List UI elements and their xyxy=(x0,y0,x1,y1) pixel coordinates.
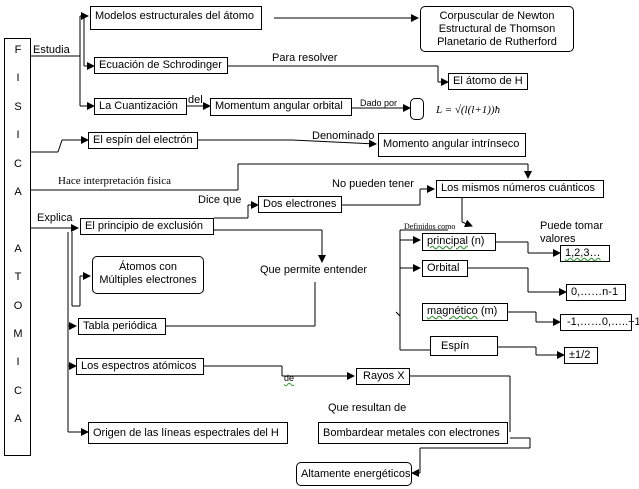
node-orbital: Orbital xyxy=(422,260,468,277)
label-denominado: Denominado xyxy=(312,130,375,142)
node-formula: L = √(l(l+1))ħ xyxy=(436,104,501,116)
label-que-permite-entender: Que permite entender xyxy=(260,264,368,276)
node-principal-symbol: (n) xyxy=(467,235,485,247)
value-magnetico-text: -1,……0,…..+1 xyxy=(567,316,639,328)
node-principal-word: principal xyxy=(427,235,468,247)
node-principal: principal (n) xyxy=(422,233,496,251)
sidebar-letter: I xyxy=(16,129,20,142)
label-que-resultan-de: Que resultan de xyxy=(328,402,407,414)
label-hace-interpretacion: Hace interpretación física xyxy=(58,175,171,187)
node-energeticos: Altamente energéticos xyxy=(296,462,412,486)
node-espectros: Los espectros atómicos xyxy=(76,358,204,375)
label-dado-por: Dado por xyxy=(360,98,398,108)
node-corpuscular-line-1: Corpuscular de Newton xyxy=(439,10,555,22)
sidebar-letter: T xyxy=(14,271,22,284)
node-magnetico: magnético (m) xyxy=(422,303,508,321)
value-orbital: 0,……n-1 xyxy=(566,284,626,301)
value-principal: 1,2,3… xyxy=(560,245,610,262)
node-tabla: Tabla periódica xyxy=(78,318,166,335)
label-definidos-como: Definidos como xyxy=(404,222,456,231)
sidebar-letter: F xyxy=(14,44,22,56)
value-magnetico: -1,……0,…..+1 xyxy=(560,314,639,331)
node-momentum: Momentum angular orbital xyxy=(210,98,352,116)
node-magnetico-word: magnético xyxy=(427,305,478,317)
node-formula-box xyxy=(410,98,424,120)
sidebar-letter: M xyxy=(13,328,23,340)
sidebar-letter: I xyxy=(16,356,20,369)
node-modelos: Modelos estructurales del átomo xyxy=(90,6,262,30)
sidebar-letter: S xyxy=(14,100,22,113)
value-principal-text: 1,2,3… xyxy=(565,247,601,259)
label-estudia: Estudia xyxy=(33,44,70,56)
node-multiples: Átomos con Múltiples electrones xyxy=(92,256,204,294)
label-dice-que: Dice que xyxy=(198,194,242,206)
sidebar-letter: C xyxy=(14,157,22,170)
sidebar-letter: O xyxy=(13,299,23,312)
sidebar-title-box xyxy=(4,38,31,456)
node-exclusion: El principio de exclusión xyxy=(80,218,214,235)
label-explica: Explica xyxy=(37,212,73,224)
node-mismos-numeros: Los mismos números cuánticos xyxy=(436,180,604,198)
label-para-resolver: Para resolver xyxy=(272,52,338,64)
sidebar-letter: C xyxy=(14,384,22,397)
node-corpuscular: Corpuscular de Newton Estructural de Tho… xyxy=(420,6,574,52)
node-atomo-h: El átomo de H xyxy=(448,73,528,90)
label-no-pueden-tener: No pueden tener xyxy=(332,178,414,190)
node-dos-electrones: Dos electrones xyxy=(258,196,342,213)
value-espin: ±1/2 xyxy=(564,347,598,364)
node-espin: Espín xyxy=(430,336,498,356)
value-orbital-text: 0,……n-1 xyxy=(571,286,619,298)
node-cuantizacion: La Cuantización xyxy=(94,98,187,115)
node-multiples-line-1: Átomos con xyxy=(118,261,178,273)
node-momento-intrinseco: Momento angular intrínseco xyxy=(378,133,526,157)
sidebar-letter: A xyxy=(14,413,22,426)
label-del: del xyxy=(188,94,203,106)
node-magnetico-symbol: (m) xyxy=(477,305,498,317)
label-puede-tomar-valores: Puede tomar valores xyxy=(540,220,603,245)
node-origen: Origen de las líneas espectrales del H xyxy=(88,422,288,444)
node-corpuscular-line-3: Planetario de Rutherford xyxy=(437,36,557,48)
node-bombardear: Bombardear metales con electrones xyxy=(318,422,508,444)
label-de: de xyxy=(284,373,295,383)
sidebar-letter: A xyxy=(14,186,22,198)
sidebar-letter: A xyxy=(14,242,22,255)
node-schrodinger: Ecuación de Schrodinger xyxy=(94,57,228,74)
node-rayos-x: Rayos X xyxy=(356,368,410,385)
node-multiples-line-2: Múltiples electrones xyxy=(99,274,197,286)
node-corpuscular-line-2: Estructural de Thomson xyxy=(438,23,556,35)
sidebar-letter: I xyxy=(16,72,20,85)
node-espin-electron: El espín del electrón xyxy=(88,132,198,149)
